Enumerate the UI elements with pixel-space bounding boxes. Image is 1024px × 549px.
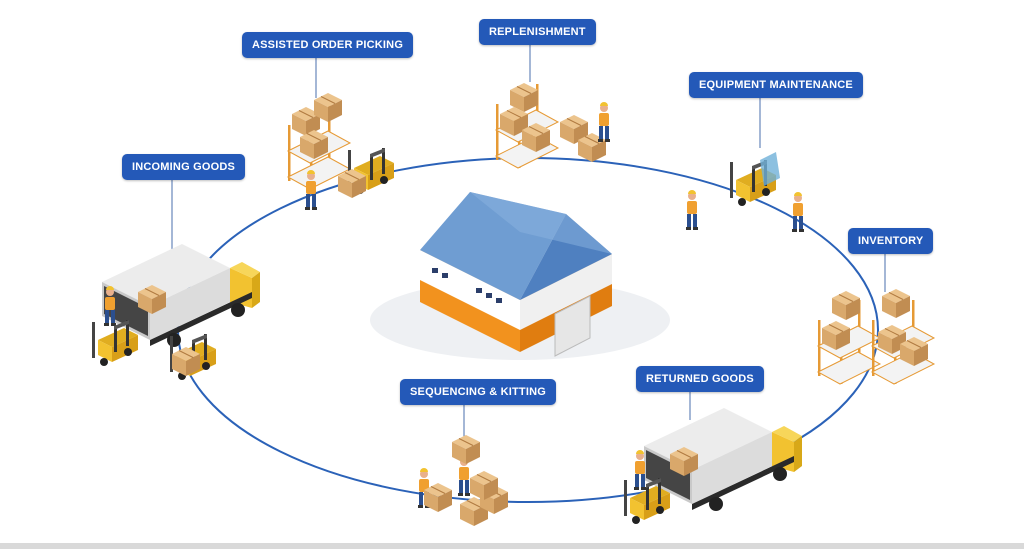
replenishment-scene [495,82,610,169]
equipment-maintenance-scene [686,152,804,232]
incoming-goods-scene [92,244,260,380]
bottom-divider [0,543,1024,549]
label-sequencing-kitting: SEQUENCING & KITTING [400,379,557,405]
label-incoming-goods: INCOMING GOODS [122,154,246,180]
worker-icon [792,192,804,232]
label-assisted-order-picking: ASSISTED ORDER PICKING [242,32,414,58]
cardboard-box-icon [451,434,481,465]
label-replenishment: REPLENISHMENT [479,19,596,45]
cardboard-box-icon [831,290,861,321]
worker-icon [598,102,610,142]
worker-icon [686,190,698,230]
label-connectors [171,45,886,438]
returned-goods-scene [624,408,802,524]
inventory-scene [817,288,935,385]
label-equipment-maintenance: EQUIPMENT MAINTENANCE [689,72,863,98]
sequencing-kitting-scene [418,434,509,527]
label-returned-goods: RETURNED GOODS [636,366,764,392]
order-picking-scene [287,92,394,210]
cardboard-box-icon [881,288,911,319]
label-inventory: INVENTORY [848,228,934,254]
warehouse-icon [370,192,670,360]
